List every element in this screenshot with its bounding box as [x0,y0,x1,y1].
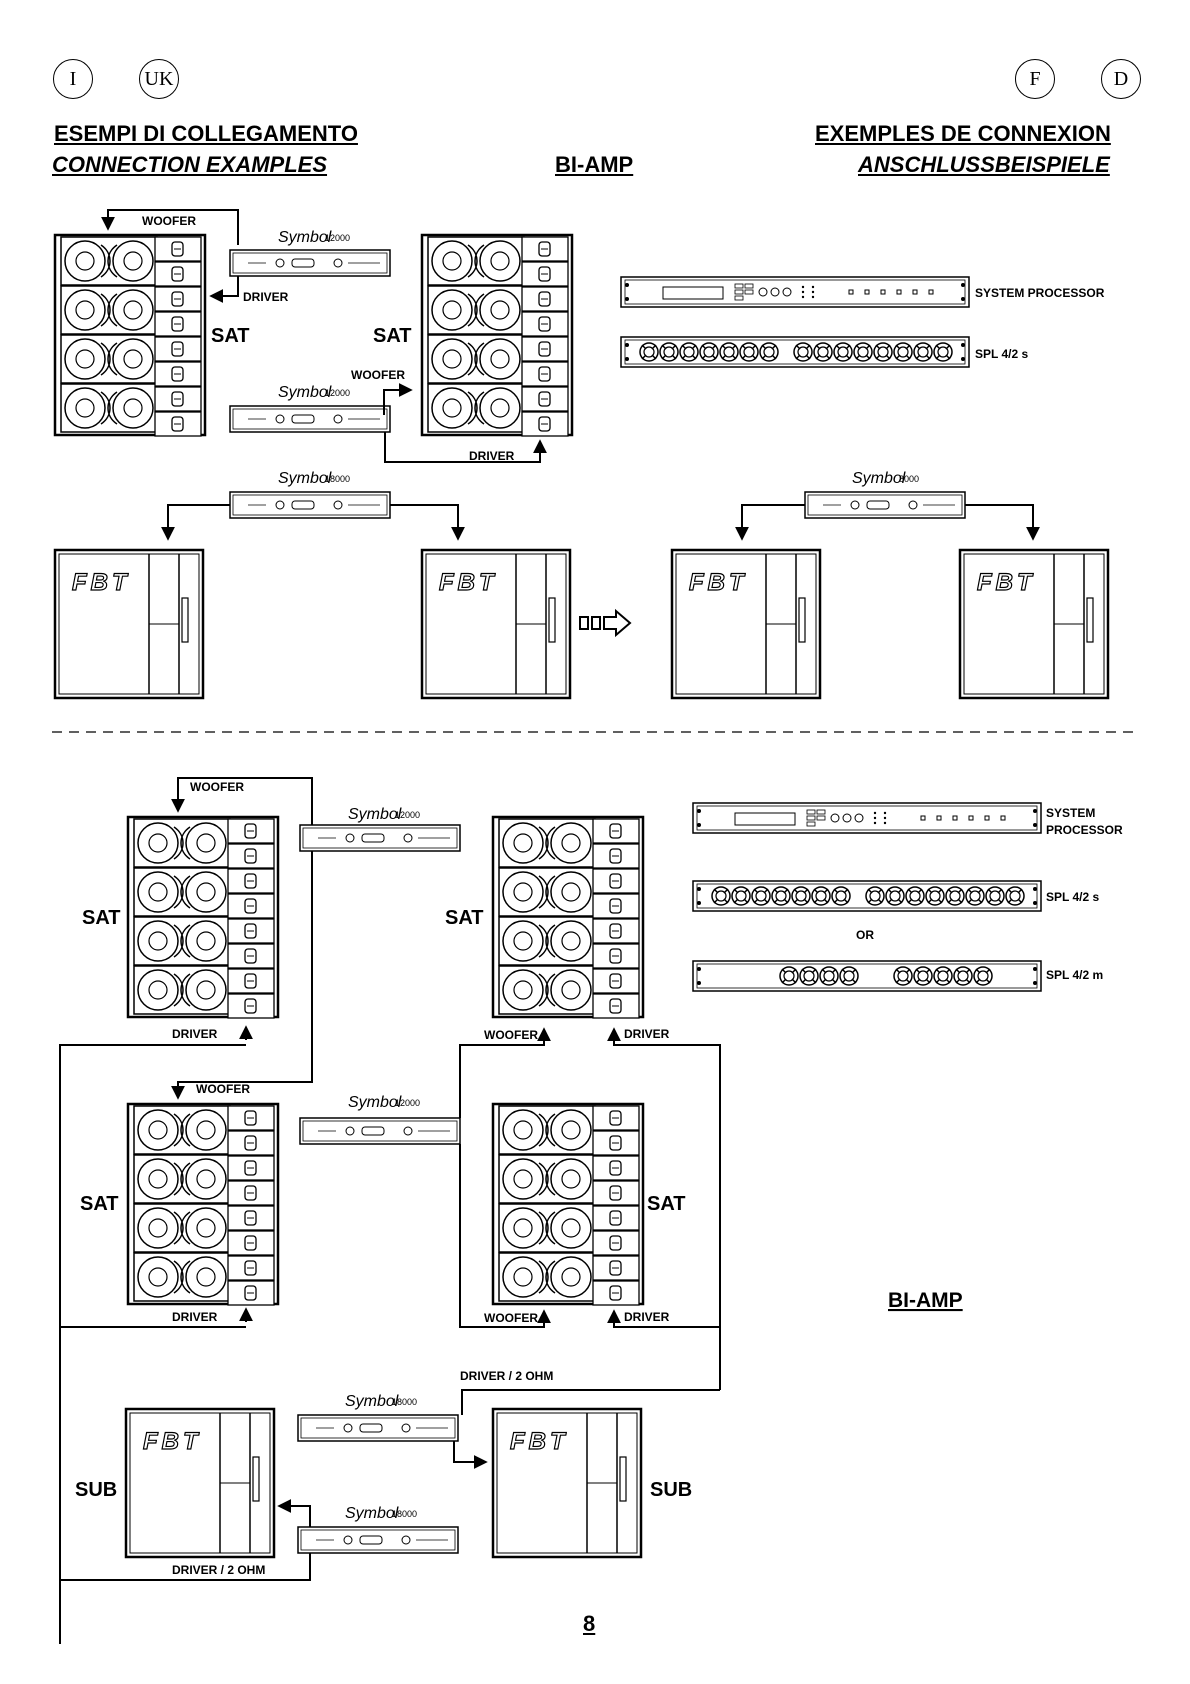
svg-text:FBT: FBT [510,1428,569,1455]
svg-text:Symbol: Symbol [345,1393,399,1410]
sub-cabinet-bottom-2: FBT [491,1407,643,1559]
svg-text:FBT: FBT [977,569,1036,596]
woofer-label: WOOFER [484,1028,538,1042]
or-label: OR [856,928,874,942]
svg-text:18000: 18000 [392,1397,417,1407]
svg-text:SYSTEM PROCESSOR: SYSTEM PROCESSOR [975,286,1105,300]
expansion-arrow-icon [579,608,632,638]
lang-badge-english: UK [139,59,179,99]
svg-text:SPL 4/2 s: SPL 4/2 s [1046,890,1099,904]
svg-text:SPL 4/2 m: SPL 4/2 m [1046,968,1103,982]
svg-text:Symbol: Symbol [348,1094,402,1111]
svg-text:FBT: FBT [72,569,131,596]
amp-12000-bottom-b: Symbol 12000 [299,1094,461,1145]
driver-label: DRIVER [172,1027,218,1041]
spl-4-2-m-bottom: SPL 4/2 m [693,961,1103,991]
svg-text:FBT: FBT [143,1428,202,1455]
driver-label: DRIVER [243,290,289,304]
amp-8000-top: Symbol 8000 [804,470,966,519]
woofer-label: WOOFER [142,214,196,228]
svg-text:18000: 18000 [392,1509,417,1519]
driver-label: DRIVER [172,1310,218,1324]
sat-cabinet-bottom-4 [493,1104,643,1305]
sat-label: SAT [445,907,484,929]
amp-18000-bottom-a: Symbol 18000 [297,1393,459,1442]
svg-text:12000: 12000 [325,233,350,243]
svg-text:Symbol: Symbol [348,806,402,823]
woofer-label: WOOFER [190,780,244,794]
spl-4-2-s-bottom: SPL 4/2 s [693,881,1099,911]
sat-label: SAT [211,325,250,347]
lang-badge-french: F [1015,59,1055,99]
sub-cabinet-top-3: FBT [670,548,822,700]
sat-cabinet-bottom-2 [493,817,643,1018]
driver-2ohm-label: DRIVER / 2 OHM [460,1369,553,1383]
sat-label: SAT [80,1193,119,1215]
title-italian: ESEMPI DI COLLEGAMENTO [54,121,358,146]
spl-4-2-s-top: SPL 4/2 s [621,337,1028,367]
sub-cabinet-bottom-1: FBT [124,1407,276,1559]
svg-text:FBT: FBT [689,569,748,596]
lang-badge-italian: I [53,59,93,99]
driver-2ohm-label: DRIVER / 2 OHM [172,1563,265,1577]
svg-text:12000: 12000 [395,810,420,820]
sat-cabinet-top-right [422,235,572,436]
sub-cabinet-top-1: FBT [53,548,205,700]
sat-label: SAT [373,325,412,347]
woofer-label: WOOFER [484,1311,538,1325]
amp-12000-top-b: Symbol 12000 [229,384,391,433]
sub-label: SUB [75,1479,117,1501]
sub-cabinet-top-2: FBT [420,548,572,700]
woofer-label: WOOFER [196,1082,250,1096]
svg-text:8000: 8000 [899,474,919,484]
svg-text:18000: 18000 [325,474,350,484]
svg-text:SYSTEM: SYSTEM [1046,806,1095,820]
sat-cabinet-bottom-1 [128,817,278,1018]
amp-18000-bottom-b: Symbol 18000 [297,1505,459,1554]
svg-text:SPL 4/2 s: SPL 4/2 s [975,347,1028,361]
driver-label: DRIVER [624,1310,670,1324]
sat-cabinet-top-left [55,235,205,436]
woofer-label: WOOFER [351,368,405,382]
sat-label: SAT [647,1193,686,1215]
svg-text:12000: 12000 [395,1098,420,1108]
svg-text:Symbol: Symbol [345,1505,399,1522]
sub-label: SUB [650,1479,692,1501]
mode-title-bottom: BI-AMP [888,1289,963,1312]
driver-label: DRIVER [624,1027,670,1041]
sat-cabinet-bottom-3 [128,1104,278,1305]
mode-title: BI-AMP [555,152,634,177]
system-processor-bottom: SYSTEM PROCESSOR [693,803,1123,837]
amp-12000-top-a: Symbol 12000 [229,229,391,277]
svg-text:12000: 12000 [325,388,350,398]
amp-18000-top: Symbol 18000 [229,470,391,519]
svg-text:Symbol: Symbol [278,384,332,401]
page-number: 8 [583,1611,596,1636]
svg-text:Symbol: Symbol [278,470,332,487]
title-french: EXEMPLES DE CONNEXION [815,121,1111,146]
svg-text:Symbol: Symbol [278,229,332,246]
svg-text:Symbol: Symbol [852,470,906,487]
svg-text:FBT: FBT [439,569,498,596]
title-german: ANSCHLUSSBEISPIELE [858,152,1110,177]
driver-label: DRIVER [469,449,515,463]
title-english: CONNECTION EXAMPLES [52,152,328,177]
sat-label: SAT [82,907,121,929]
lang-badge-german: D [1101,59,1141,99]
amp-12000-bottom-a: Symbol 12000 [299,806,461,852]
sub-cabinet-top-4: FBT [958,548,1110,700]
system-processor-top: SYSTEM PROCESSOR [621,277,1105,307]
svg-text:PROCESSOR: PROCESSOR [1046,823,1123,837]
